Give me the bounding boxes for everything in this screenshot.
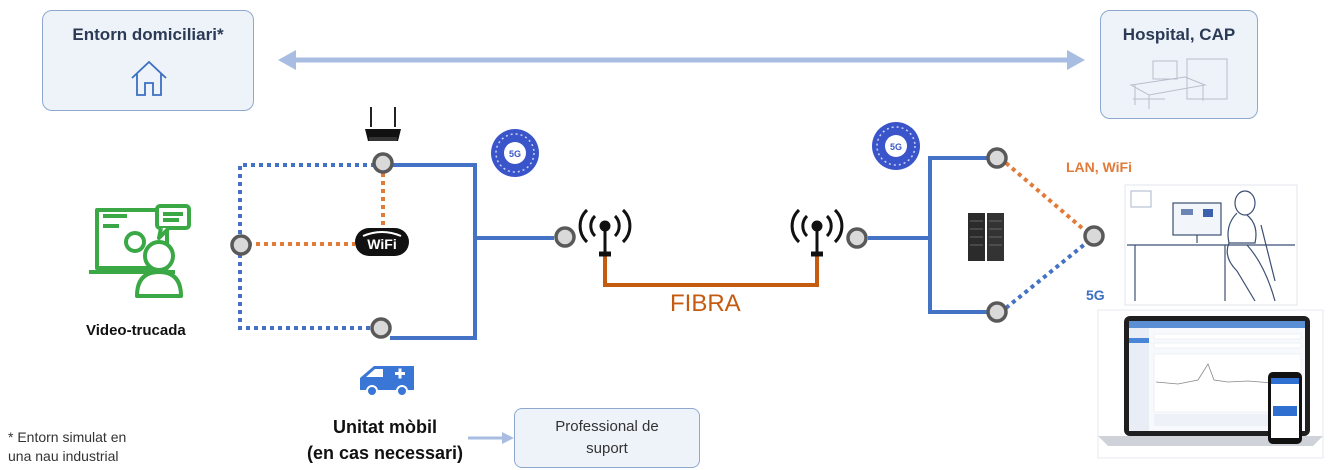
- support-line2: suport: [586, 440, 628, 457]
- ambulance-icon: [360, 366, 414, 397]
- node-antenna-left: [554, 226, 576, 248]
- antenna-right-icon: [790, 208, 844, 257]
- lan-wifi-label: LAN, WiFi: [1066, 159, 1132, 175]
- support-box: Professional de suport: [514, 408, 700, 468]
- house-icon: [131, 60, 167, 96]
- 5g-badge-left-text: 5G: [509, 149, 521, 159]
- node-hospital-lan: [986, 147, 1008, 169]
- doctor-workstation-icon: [1124, 184, 1298, 306]
- wifi-logo-icon: WiFi: [355, 228, 409, 256]
- hospital-lan-link: [1004, 161, 1084, 230]
- footnote: * Entorn simulat en una nau industrial: [8, 428, 126, 466]
- home-wifi-links: [248, 165, 385, 246]
- 5g-badge-left-icon: 5G: [491, 129, 539, 177]
- hospital-box: Hospital, CAP: [1100, 10, 1258, 119]
- server-rack-icon: [968, 213, 1004, 261]
- router-icon: [365, 107, 401, 141]
- wifi-logo-text: WiFi: [367, 236, 396, 252]
- fiber-link: [603, 256, 819, 287]
- support-arrow: [468, 432, 514, 444]
- footnote-line1: * Entorn simulat en: [8, 429, 127, 445]
- mobile-unit-line1: Unitat mòbil: [333, 417, 437, 437]
- mobile-unit-line2: (en cas necessari): [306, 443, 464, 463]
- top-double-arrow: [278, 50, 1085, 70]
- node-workstation: [1083, 225, 1105, 247]
- node-antenna-right: [846, 227, 868, 249]
- footnote-line2: una nau industrial: [8, 448, 119, 464]
- home-box: Entorn domiciliari*: [42, 10, 254, 111]
- support-line1: Professional de: [555, 418, 659, 435]
- hospital-box-title: Hospital, CAP: [1122, 25, 1236, 44]
- mobile-unit-label: Unitat mòbil (en cas necessari): [300, 414, 470, 466]
- fiber-label: FIBRA: [670, 290, 741, 317]
- node-videocall: [230, 234, 252, 256]
- 5g-badge-right-icon: 5G: [872, 122, 920, 170]
- video-call-icon: [89, 204, 191, 298]
- node-mobile-unit: [370, 317, 392, 339]
- hospital-5g-link: [1004, 242, 1087, 310]
- video-call-label: Video-trucada: [86, 322, 186, 339]
- 5g-label: 5G: [1086, 287, 1105, 303]
- node-router: [372, 152, 394, 174]
- 5g-badge-right-text: 5G: [890, 142, 902, 152]
- laptop-phone-dashboard-icon: [1097, 309, 1324, 459]
- home-solid-links: [390, 163, 554, 340]
- network-nodes: [230, 147, 1105, 339]
- node-hospital-5g: [986, 301, 1008, 323]
- hospital-bed-icon: [1129, 58, 1228, 109]
- hospital-solid-links: [868, 156, 990, 314]
- antenna-left-icon: [578, 208, 632, 257]
- home-box-title: Entorn domiciliari*: [72, 25, 224, 44]
